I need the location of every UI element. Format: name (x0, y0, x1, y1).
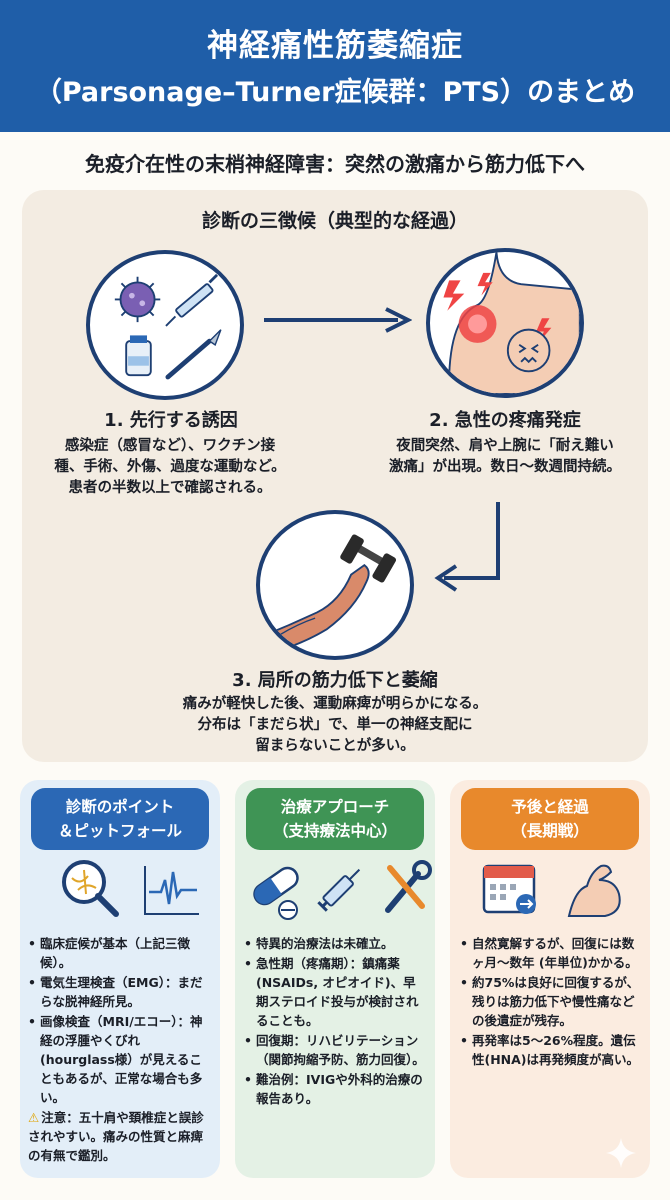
shoulder-pain-icon (448, 252, 580, 394)
syringe-icon (317, 868, 361, 912)
treatment-bullets: 特異的治療法は未確立。 急性期（疼痛期）：鎮痛薬(NSAIDs, オピオイド)、… (244, 934, 428, 1109)
list-item: 特異的治療法は未確立。 (244, 934, 428, 953)
diagnosis-box-title: 診断のポイント ＆ピットフォール (31, 788, 209, 850)
capsule-icon (253, 866, 299, 920)
warning-note: ⚠注意：五十肩や頚椎症と誤診されやすい。痛みの性質と麻痺の有無で鑑別。 (28, 1110, 204, 1163)
list-item: 自然寛解するが、回復には数ヶ月〜数年 (年単位)かかる。 (460, 934, 644, 972)
lightning-icon (443, 272, 552, 341)
flexed-arm-icon (567, 864, 621, 917)
page-title-line2: （Parsonage–Turner症候群：PTS）のまとめ (34, 77, 636, 108)
prognosis-bullets: 自然寛解するが、回復には数ヶ月〜数年 (年単位)かかる。 約75%は良好に回復す… (460, 934, 644, 1070)
syringe-icon (165, 273, 219, 327)
calendar-icon (482, 864, 536, 914)
list-item: 画像検査（MRI/エコー）：神経の浮腫やくびれ(hourglass様）が見えるこ… (28, 1012, 212, 1107)
virus-icon (114, 276, 161, 323)
list-item: 臨床症候が基本（上記三徴候）。 (28, 934, 212, 972)
warning-icon: ⚠ (28, 1110, 40, 1125)
pill-tablet-icon (278, 900, 298, 920)
page-title: 神経痛性筋萎縮症 (207, 28, 463, 64)
vial-icon (125, 335, 152, 377)
distressed-face-icon (506, 328, 551, 373)
sparkle-icon (606, 1138, 636, 1168)
step1-title: 1. 先行する誘因 (104, 410, 238, 431)
list-item: 再発率は5〜26%程度。遺伝性(HNA)は再発頻度が高い。 (460, 1031, 644, 1069)
treatment-icons (248, 856, 434, 926)
diagnosis-bullets: 臨床症候が基本（上記三徴候）。 電気生理検査（EMG）：まだらな脱神経所見。 画… (28, 934, 212, 1166)
list-item: 急性期（疼痛期）：鎮痛薬(NSAIDs, オピオイド)、早期ステロイド投与が検討… (244, 954, 428, 1030)
page-subtitle: 免疫介在性の末梢神経障害：突然の激痛から筋力低下へ (85, 152, 585, 176)
list-item: 難治例：IVIGや外科的治療の報告あり。 (244, 1070, 428, 1108)
header-banner: 神経痛性筋萎縮症 （Parsonage–Turner症候群：PTS）のまとめ (0, 0, 670, 132)
wrench-screwdriver-icon (385, 860, 433, 913)
diagnosis-icons (58, 856, 201, 926)
acute-pain-illustration (426, 248, 584, 398)
triggers-illustration (86, 250, 244, 400)
arm-dumbbell-icon (260, 534, 397, 656)
step3-description: 痛みが軽快した後、運動麻痺が明らかになる。 分布は「まだら状」で、単一の神経支配… (182, 696, 488, 754)
list-item: 約75%は良好に回復するが、残りは筋力低下や慢性痛などの後遺症が残存。 (460, 973, 644, 1030)
emg-waveform-icon (144, 866, 200, 915)
list-item: 回復期：リハビリテーション（関節拘縮予防、筋力回復）。 (244, 1031, 428, 1069)
step1-description: 感染症（感冒など）、ワクチン接 種、手術、外傷、過度な運動など。 患者の半数以上… (54, 438, 286, 496)
arrow-right-icon (264, 307, 412, 333)
prognosis-icons (480, 856, 627, 926)
scalpel-icon (165, 329, 222, 380)
step3-title: 3. 局所の筋力低下と萎縮 (232, 670, 438, 691)
list-item: 電気生理検査（EMG）：まだらな脱神経所見。 (28, 973, 212, 1011)
magnifier-nerve-icon (62, 860, 119, 917)
arrow-down-left-icon (434, 502, 500, 592)
triad-title: 診断の三徴候（典型的な経過） (201, 210, 468, 232)
muscle-weakness-illustration (256, 510, 414, 660)
step2-description: 夜間突然、肩や上腕に「耐え難い 激痛」が出現。数日〜数週間持続。 (389, 438, 621, 475)
treatment-box-title: 治療アプローチ （支持療法中心） (246, 788, 424, 850)
prognosis-box-title: 予後と経過 （長期戦） (461, 788, 639, 850)
step2-title: 2. 急性の疼痛発症 (429, 410, 581, 431)
